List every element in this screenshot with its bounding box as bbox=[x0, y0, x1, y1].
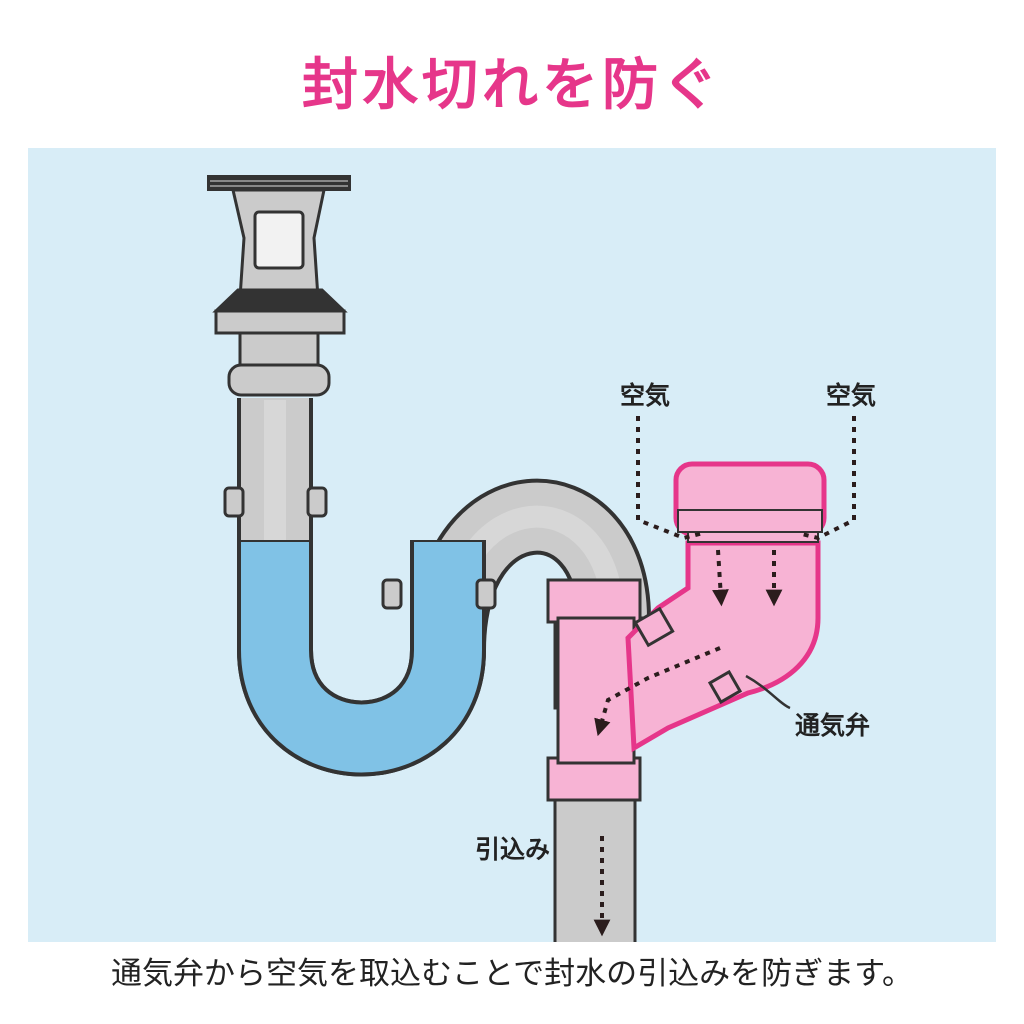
vent-valve-leader bbox=[745, 674, 791, 710]
air-arrow-diagonal bbox=[594, 646, 721, 737]
air-label-left: 空気 bbox=[620, 381, 671, 410]
outlet-pipe bbox=[553, 794, 637, 942]
caption-text: 通気弁から空気を取込むことで封水の引込みを防ぎます。 bbox=[111, 956, 913, 992]
air-label-right: 空気 bbox=[826, 381, 877, 410]
trap-diagram bbox=[28, 148, 996, 942]
air-flow-arrows bbox=[593, 416, 856, 937]
draw-in-label: 引込み bbox=[475, 835, 551, 864]
vent-tee bbox=[546, 578, 651, 802]
air-arrow-right bbox=[797, 416, 856, 541]
air-arrow-down-1 bbox=[712, 549, 729, 607]
diagram-panel bbox=[28, 148, 996, 942]
vent-valve-label: 通気弁 bbox=[795, 711, 871, 740]
page-title: 封水切れを防ぐ bbox=[302, 53, 722, 118]
drain-plug bbox=[207, 175, 351, 397]
trap-tube bbox=[223, 398, 651, 777]
